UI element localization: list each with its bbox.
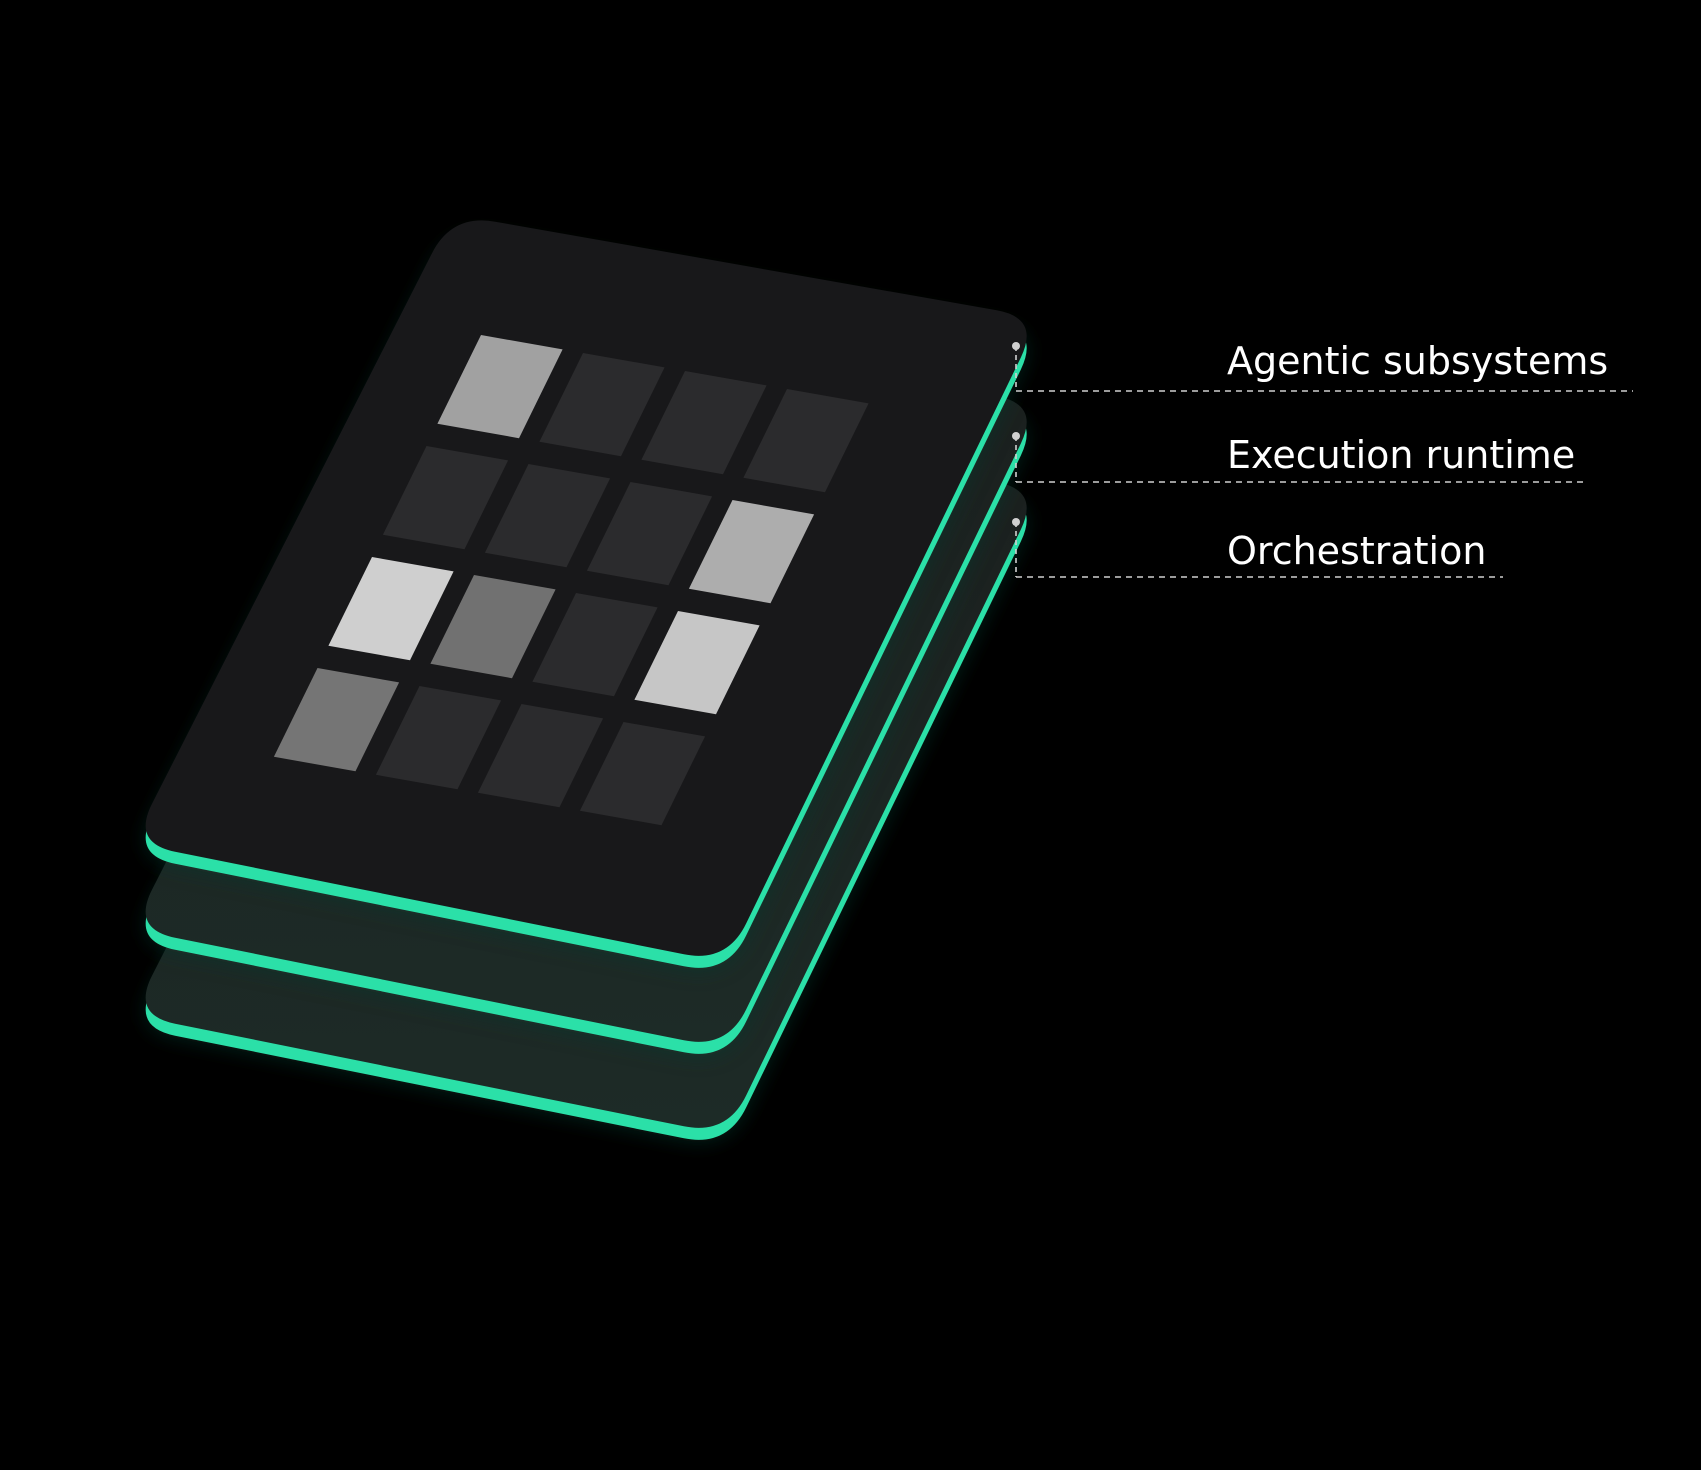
grid-tile [484, 464, 611, 568]
grid-tile [641, 371, 767, 475]
grid-tile [743, 389, 869, 493]
layer-label-orchestration: Orchestration [1227, 529, 1486, 573]
grid-tile [532, 593, 658, 697]
leader-agentic [1012, 342, 1633, 392]
grid-tile [586, 482, 713, 586]
leader-lines [1012, 342, 1633, 578]
grid-tile [273, 668, 400, 772]
grid-tile [579, 722, 706, 826]
tile-grid [273, 335, 869, 826]
grid-tile [375, 686, 502, 790]
layer-labels: Agentic subsystems Execution runtime Orc… [1227, 339, 1608, 573]
grid-tile [328, 557, 454, 661]
leader-runtime [1012, 432, 1585, 483]
grid-tile [430, 575, 556, 679]
layer-label-agentic: Agentic subsystems [1227, 339, 1608, 383]
grid-tile [539, 353, 665, 457]
leader-orchestration [1012, 518, 1503, 578]
grid-tile [477, 704, 604, 808]
grid-tile [634, 611, 760, 715]
layer-label-runtime: Execution runtime [1227, 433, 1575, 477]
card-face [145, 220, 1027, 956]
grid-tile [688, 500, 815, 604]
grid-tile [382, 446, 509, 550]
grid-tile [437, 335, 563, 439]
